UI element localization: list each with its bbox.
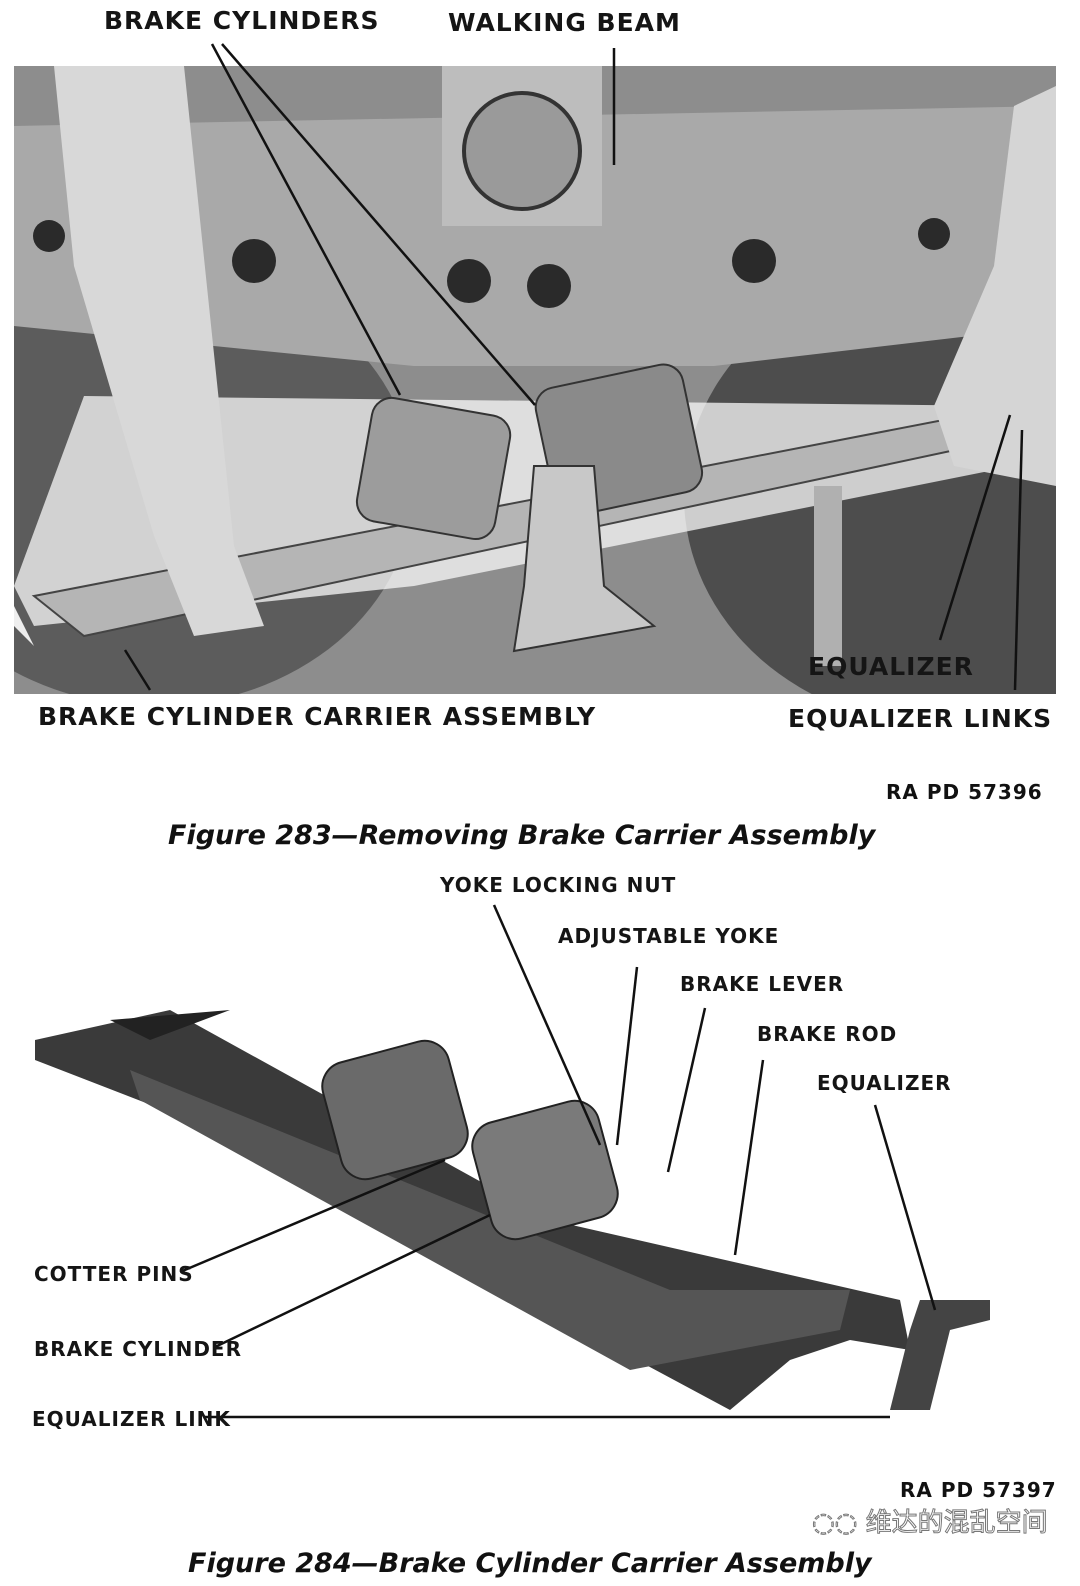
label-walking-beam: WALKING BEAM xyxy=(448,8,681,37)
figure-284-ref: RA PD 57397 xyxy=(900,1478,1057,1502)
label-brake-lever: BRAKE LEVER xyxy=(680,972,845,996)
label-yoke-locking-nut: YOKE LOCKING NUT xyxy=(440,873,677,897)
label-equalizer-284: EQUALIZER xyxy=(817,1071,952,1095)
figure-283-ref: RA PD 57396 xyxy=(886,780,1043,804)
figure-284-caption: Figure 284—Brake Cylinder Carrier Assemb… xyxy=(188,1548,872,1579)
label-carrier-assembly: BRAKE CYLINDER CARRIER ASSEMBLY xyxy=(38,702,597,731)
label-brake-cylinder: BRAKE CYLINDER xyxy=(34,1337,242,1361)
label-equalizer-links: EQUALIZER LINKS xyxy=(788,704,1053,733)
label-equalizer: EQUALIZER xyxy=(808,652,974,681)
watermark-text: 维达的混乱空间 xyxy=(865,1508,1048,1539)
label-cotter-pins: COTTER PINS xyxy=(34,1262,194,1286)
figure-283-caption: Figure 283—Removing Brake Carrier Assemb… xyxy=(168,820,876,851)
wechat-icon: ◌◌ xyxy=(812,1508,866,1539)
label-brake-cylinders: BRAKE CYLINDERS xyxy=(104,6,380,35)
label-adjustable-yoke: ADJUSTABLE YOKE xyxy=(558,924,780,948)
figure-283-photo xyxy=(14,66,1056,694)
label-equalizer-link: EQUALIZER LINK xyxy=(32,1407,231,1431)
figure-284-photo xyxy=(35,1010,990,1410)
label-brake-rod: BRAKE ROD xyxy=(757,1022,898,1046)
watermark: ◌◌ 维达的混乱空间 xyxy=(812,1502,1049,1539)
